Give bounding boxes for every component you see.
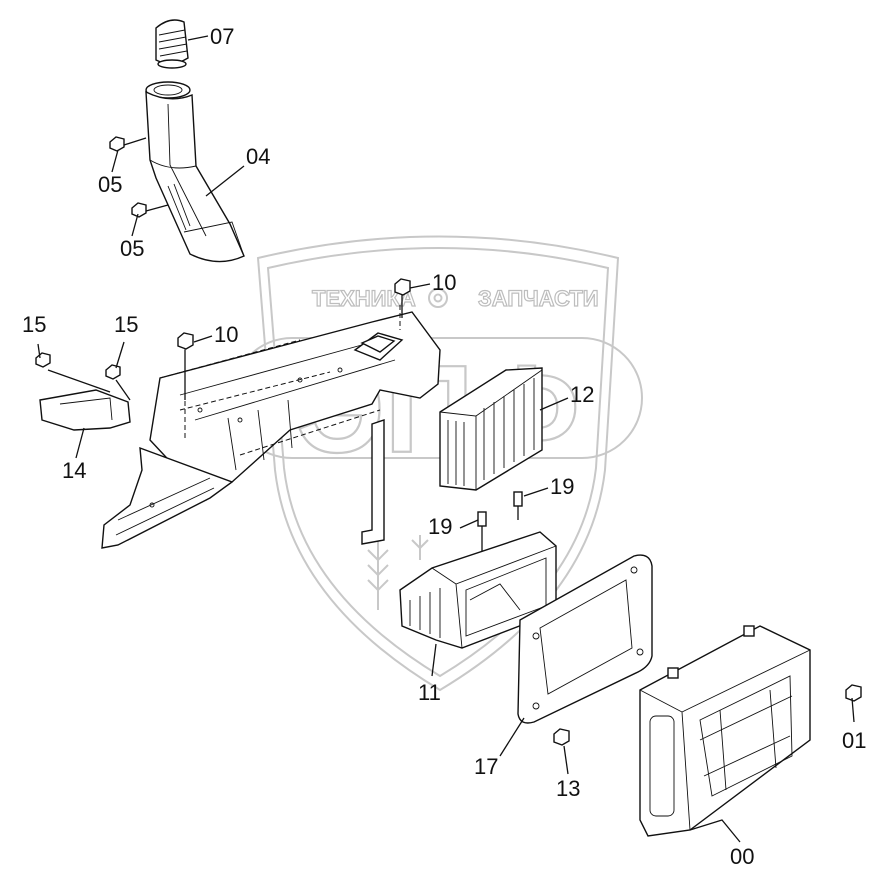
- part-15-right-nut: [105, 364, 131, 401]
- label-part-19-left: 19: [428, 514, 452, 539]
- label-part-15-right: 15: [114, 312, 138, 337]
- label-part-05-upper: 05: [98, 172, 122, 197]
- part-01-screw: [845, 684, 862, 702]
- label-part-15-left: 15: [22, 312, 46, 337]
- part-05-upper-screw: [109, 136, 147, 152]
- leader-lines: [37, 35, 855, 843]
- label-part-00: 00: [730, 844, 754, 869]
- main-frame-drawing: [101, 305, 441, 549]
- label-part-13: 13: [556, 776, 580, 801]
- label-part-14: 14: [62, 458, 86, 483]
- watermark-gear-icon: [428, 288, 448, 308]
- label-part-01: 01: [842, 728, 866, 753]
- label-part-11: 11: [418, 680, 441, 705]
- watermark-wheat-icon: [367, 535, 429, 610]
- part-14-drawing: [39, 389, 131, 431]
- label-part-10-upper: 10: [432, 270, 456, 295]
- label-part-10-lower: 10: [214, 322, 238, 347]
- part-15-left-nut: [35, 352, 111, 393]
- label-part-07: 07: [210, 24, 234, 49]
- part-07-drawing: [155, 19, 189, 69]
- part-13-screw: [553, 728, 570, 746]
- callout-labels: 07 04 05 05 10 10 15 15 14 12 19 19 11 1…: [22, 24, 866, 869]
- part-00-drawing: [639, 625, 811, 837]
- part-19-right-drawing: [513, 491, 523, 520]
- label-part-04: 04: [246, 144, 270, 169]
- label-part-19-right: 19: [550, 474, 574, 499]
- label-part-12: 12: [570, 382, 594, 407]
- label-part-05-lower: 05: [120, 236, 144, 261]
- label-part-17: 17: [474, 754, 498, 779]
- watermark-right-word: ЗАПЧАСТИ: [478, 286, 599, 311]
- part-10-upper-bolt: [394, 278, 411, 318]
- part-11-drawing: [399, 531, 557, 649]
- part-05-lower-screw: [131, 202, 169, 218]
- part-10-lower-bolt: [177, 332, 194, 400]
- part-12-drawing: [439, 367, 543, 491]
- part-04-drawing: [145, 81, 245, 263]
